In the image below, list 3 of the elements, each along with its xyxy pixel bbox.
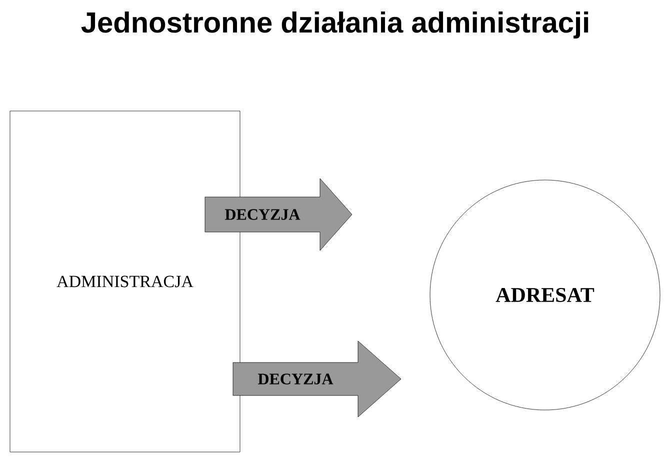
title: Jednostronne działania administracji <box>81 11 588 39</box>
edge-label: DECYZJA <box>256 372 334 386</box>
circle-node: ADRESAT <box>430 180 660 410</box>
